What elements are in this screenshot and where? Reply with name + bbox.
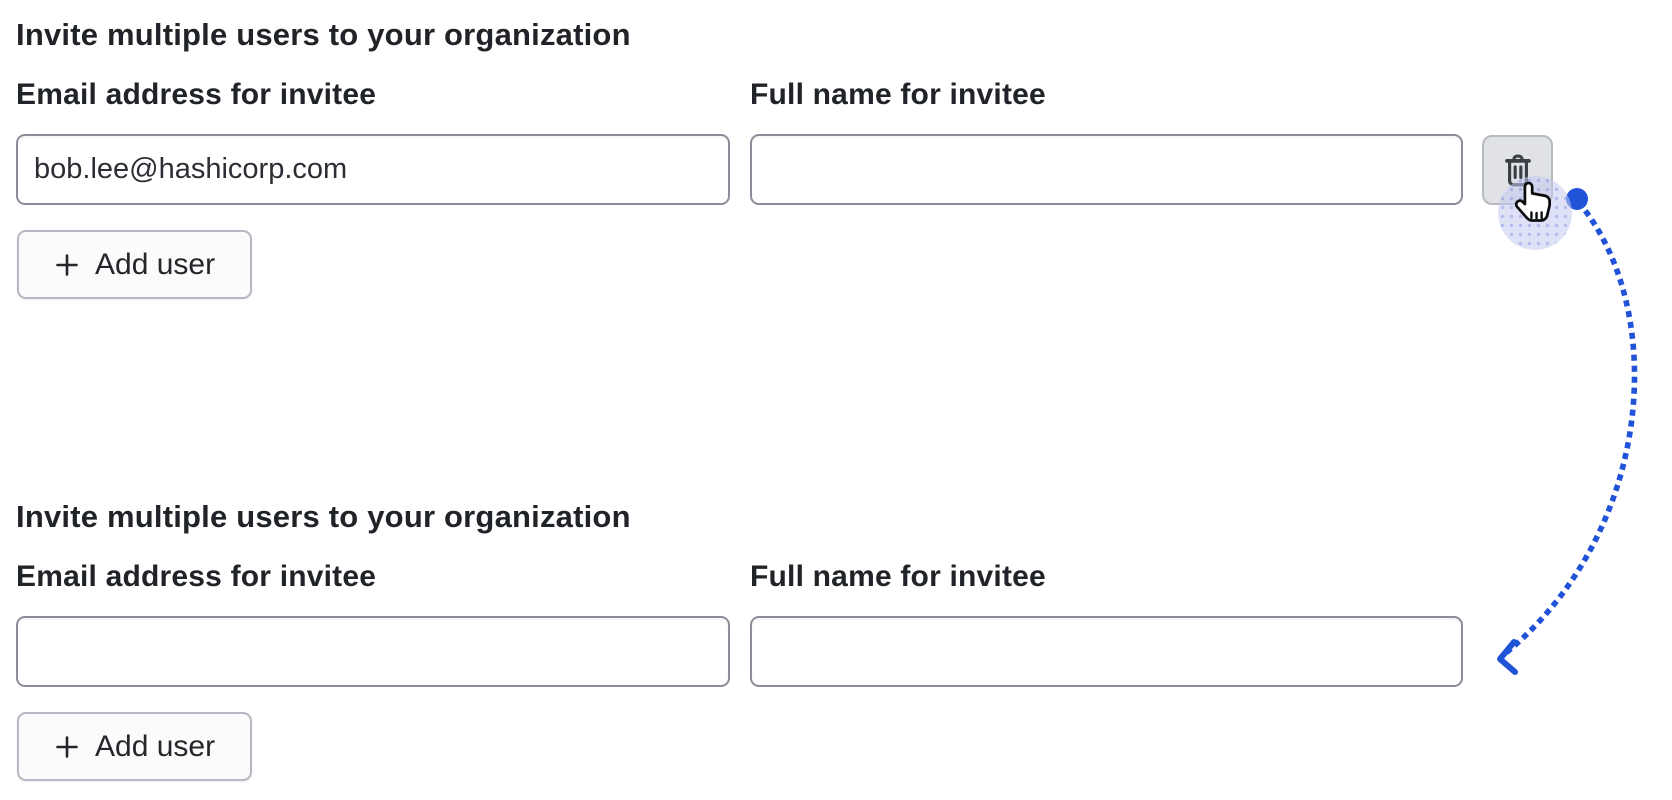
email-label: Email address for invitee — [16, 78, 377, 111]
full-name-input[interactable] — [750, 134, 1463, 205]
add-user-label: Add user — [95, 247, 216, 281]
full-name-input[interactable] — [750, 616, 1463, 687]
add-user-button[interactable]: Add user — [17, 230, 253, 299]
full-name-label: Full name for invitee — [750, 560, 1046, 593]
plus-icon — [54, 734, 80, 760]
email-input[interactable] — [16, 616, 730, 687]
full-name-label: Full name for invitee — [750, 78, 1046, 111]
email-label: Email address for invitee — [16, 560, 377, 593]
plus-icon — [54, 252, 80, 278]
annotation-arc — [1503, 209, 1638, 656]
pointing-hand-cursor — [1514, 181, 1554, 225]
add-user-label: Add user — [95, 729, 216, 763]
annotation-arrowhead — [1497, 639, 1518, 675]
form-heading: Invite multiple users to your organizati… — [16, 499, 631, 534]
form-heading: Invite multiple users to your organizati… — [16, 17, 631, 52]
add-user-button[interactable]: Add user — [17, 712, 253, 781]
email-input[interactable] — [16, 134, 730, 205]
